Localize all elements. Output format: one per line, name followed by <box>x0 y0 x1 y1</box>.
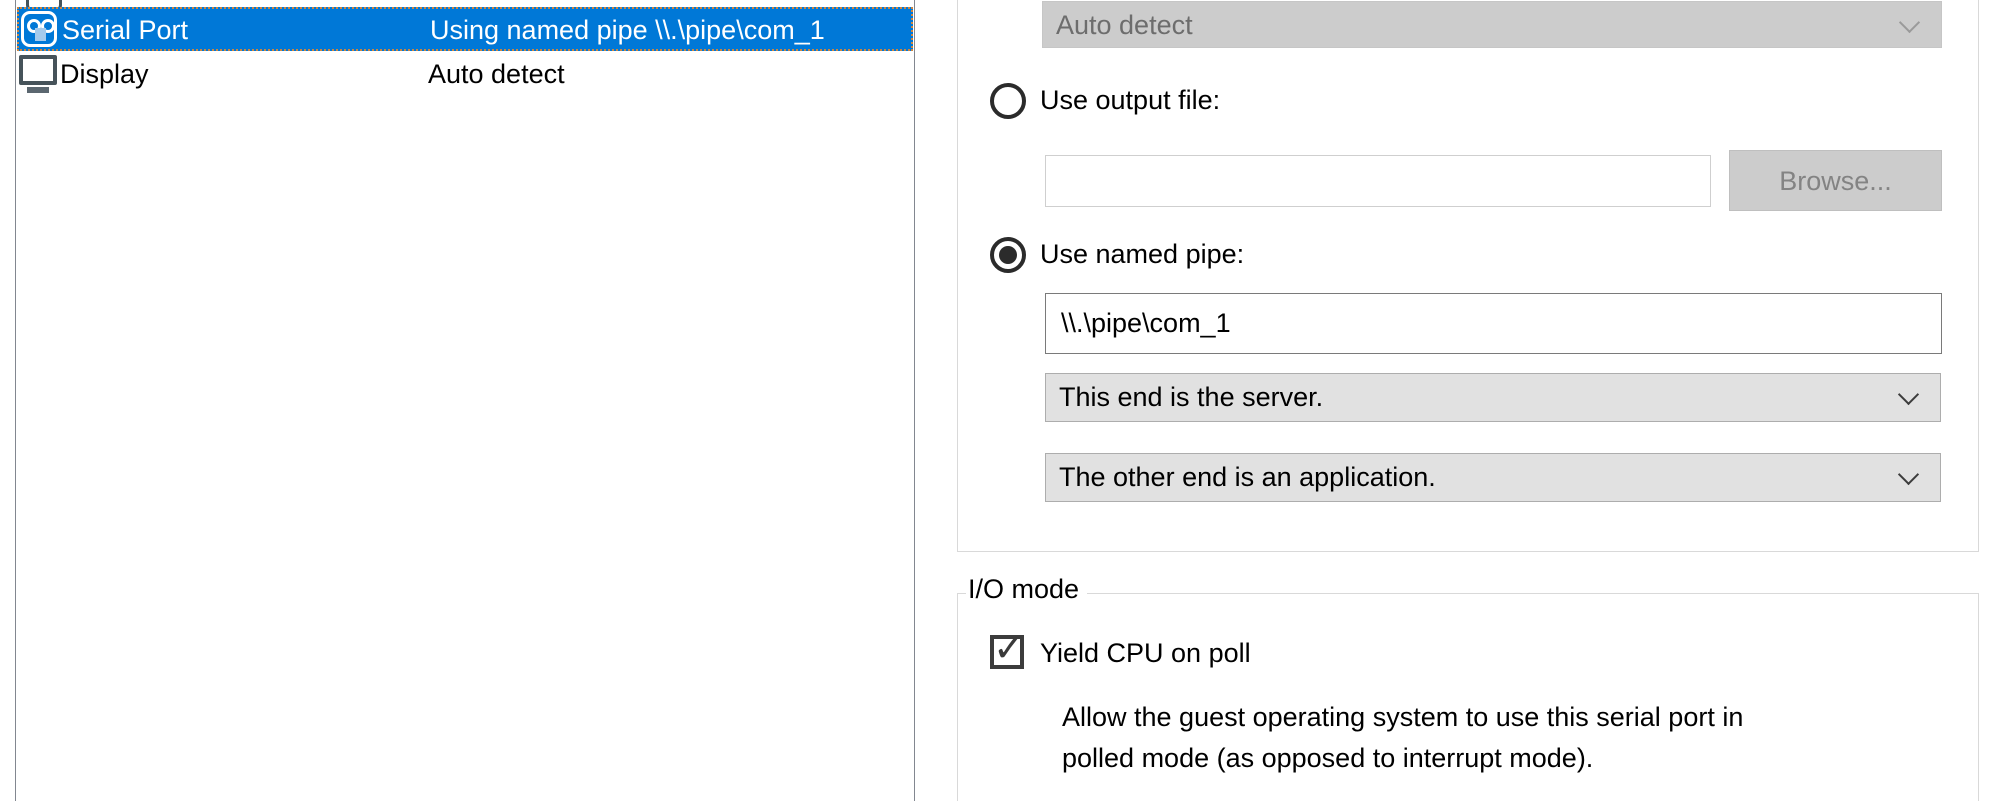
chevron-down-icon <box>1897 463 1920 486</box>
device-summary: Using named pipe \\.\pipe\com_1 <box>430 15 825 45</box>
use-named-pipe-label[interactable]: Use named pipe: <box>1040 239 1245 269</box>
pipe-end-combo[interactable]: This end is the server. <box>1045 373 1941 422</box>
use-named-pipe-radio[interactable] <box>990 237 1026 273</box>
yield-cpu-label[interactable]: Yield CPU on poll <box>1040 638 1251 668</box>
serial-port-icon <box>21 11 57 47</box>
hardware-list: Serial Port Using named pipe \\.\pipe\co… <box>15 0 915 801</box>
serial-device-combo: Auto detect <box>1042 1 1942 48</box>
device-name: Display <box>60 59 149 89</box>
serial-device-combo-value: Auto detect <box>1056 10 1193 40</box>
io-mode-group-title: I/O mode <box>966 574 1088 605</box>
checkmark-icon: ✓ <box>993 628 1025 670</box>
output-file-input[interactable] <box>1045 155 1711 207</box>
display-icon <box>19 55 57 93</box>
use-output-file-radio[interactable] <box>990 83 1026 119</box>
device-name: Serial Port <box>62 15 189 45</box>
yield-cpu-description: Allow the guest operating system to use … <box>1062 702 1744 773</box>
pipe-other-end-combo[interactable]: The other end is an application. <box>1045 453 1941 502</box>
chevron-down-icon <box>1898 11 1921 34</box>
pipe-other-end-combo-value: The other end is an application. <box>1059 462 1436 492</box>
hardware-row-serial-port[interactable]: Serial Port Using named pipe \\.\pipe\co… <box>17 7 913 51</box>
io-mode-groupbox <box>957 593 1979 801</box>
hardware-row-display[interactable]: Display Auto detect <box>17 53 913 97</box>
yield-cpu-checkbox[interactable]: ✓ <box>990 628 1025 670</box>
device-summary: Auto detect <box>428 59 565 89</box>
use-output-file-label[interactable]: Use output file: <box>1040 85 1221 115</box>
named-pipe-input[interactable]: \\.\pipe\com_1 <box>1045 293 1942 354</box>
chevron-down-icon <box>1897 383 1920 406</box>
browse-button: Browse... <box>1729 150 1942 211</box>
pipe-end-combo-value: This end is the server. <box>1059 382 1324 412</box>
